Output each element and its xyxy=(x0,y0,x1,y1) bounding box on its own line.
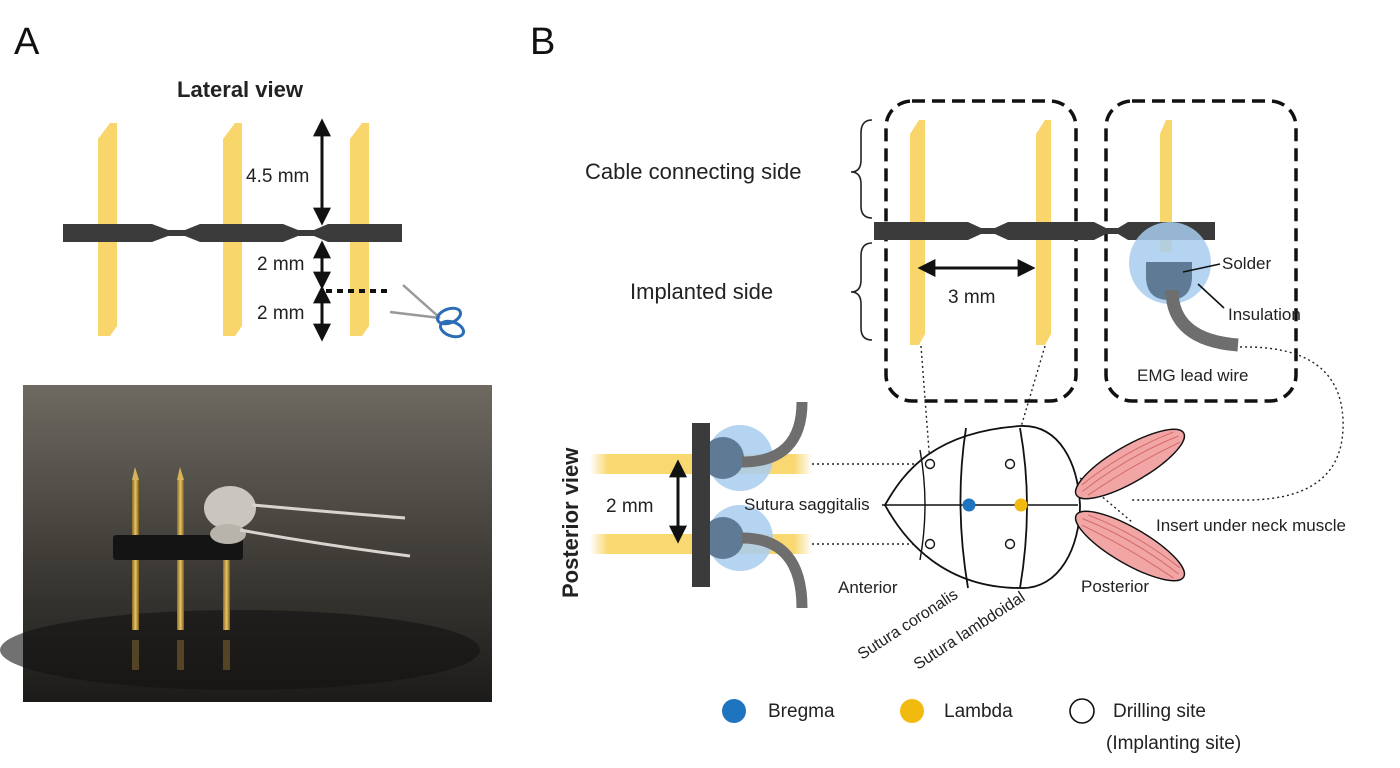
legend-drilling-label: Drilling site xyxy=(1113,701,1206,722)
skull-diagram xyxy=(882,425,1081,589)
legend-bregma-label: Bregma xyxy=(768,701,835,722)
implanted-side-label: Implanted side xyxy=(630,279,773,304)
drill-site-3 xyxy=(924,538,936,550)
posterior-label: Posterior xyxy=(1081,577,1149,596)
emg-lead-wire-label: EMG lead wire xyxy=(1137,366,1248,385)
sutura-saggitalis-label: Sutura saggitalis xyxy=(744,495,870,514)
dim-label-4-5mm: 4.5 mm xyxy=(246,166,309,187)
drill-site-4 xyxy=(1004,538,1016,550)
panel-a: A Lateral view 4.5 mm 2 mm 2 mm xyxy=(0,21,492,702)
dim-label-2mm-lower: 2 mm xyxy=(257,303,305,324)
panel-b: B Cable connecting side Implanted side 3… xyxy=(530,21,1346,754)
panel-a-letter: A xyxy=(14,21,40,63)
dim-label-2mm-upper: 2 mm xyxy=(257,254,305,275)
anterior-label: Anterior xyxy=(838,578,898,597)
neck-muscle-upper xyxy=(1074,428,1186,500)
dim-label-3mm: 3 mm xyxy=(948,287,996,308)
dashed-box-left xyxy=(884,99,1078,403)
insulation-shape xyxy=(1146,262,1192,300)
posterior-view-title: Posterior view xyxy=(558,447,583,598)
drill-site-1 xyxy=(924,458,936,470)
lateral-view-title: Lateral view xyxy=(177,77,304,102)
legend-lambda-label: Lambda xyxy=(944,701,1013,722)
solder-leader-line xyxy=(1182,263,1221,273)
lateral-header-bar xyxy=(63,224,402,242)
photo-connector xyxy=(0,385,492,702)
cable-connecting-side-label: Cable connecting side xyxy=(585,159,801,184)
emg-lead-wire-graphic xyxy=(1165,289,1239,352)
insulation-label: Insulation xyxy=(1228,305,1301,324)
bregma-point xyxy=(962,498,976,512)
legend-bregma-swatch xyxy=(722,699,746,723)
drill-site-2 xyxy=(1004,458,1016,470)
solder-label: Solder xyxy=(1222,254,1271,273)
connector-header-bar xyxy=(874,222,1215,240)
legend-lambda-swatch xyxy=(900,699,924,723)
legend-drilling-swatch xyxy=(1069,698,1095,724)
neck-muscles xyxy=(1074,428,1186,582)
sutura-coronalis-line xyxy=(959,427,969,589)
scissors-icon xyxy=(389,284,466,339)
legend: Bregma Lambda Drilling site (Implanting … xyxy=(722,698,1241,754)
connector-pins xyxy=(910,120,1172,345)
legend-drilling-sublabel: (Implanting site) xyxy=(1106,733,1241,754)
neck-muscle-lower xyxy=(1074,510,1186,582)
insulation-leader-line xyxy=(1197,283,1225,309)
brace-cable-side xyxy=(850,119,873,219)
insert-under-neck-muscle-label: Insert under neck muscle xyxy=(1156,516,1346,535)
connector-pin-3 xyxy=(1160,120,1172,252)
posterior-connector xyxy=(590,401,812,609)
lambda-point xyxy=(1014,498,1028,512)
dim-label-posterior-2mm: 2 mm xyxy=(606,496,654,517)
panel-b-letter: B xyxy=(530,21,555,63)
brace-implanted-side xyxy=(850,242,873,341)
dashed-box-right xyxy=(1104,99,1298,403)
skull-outline xyxy=(883,425,1081,589)
